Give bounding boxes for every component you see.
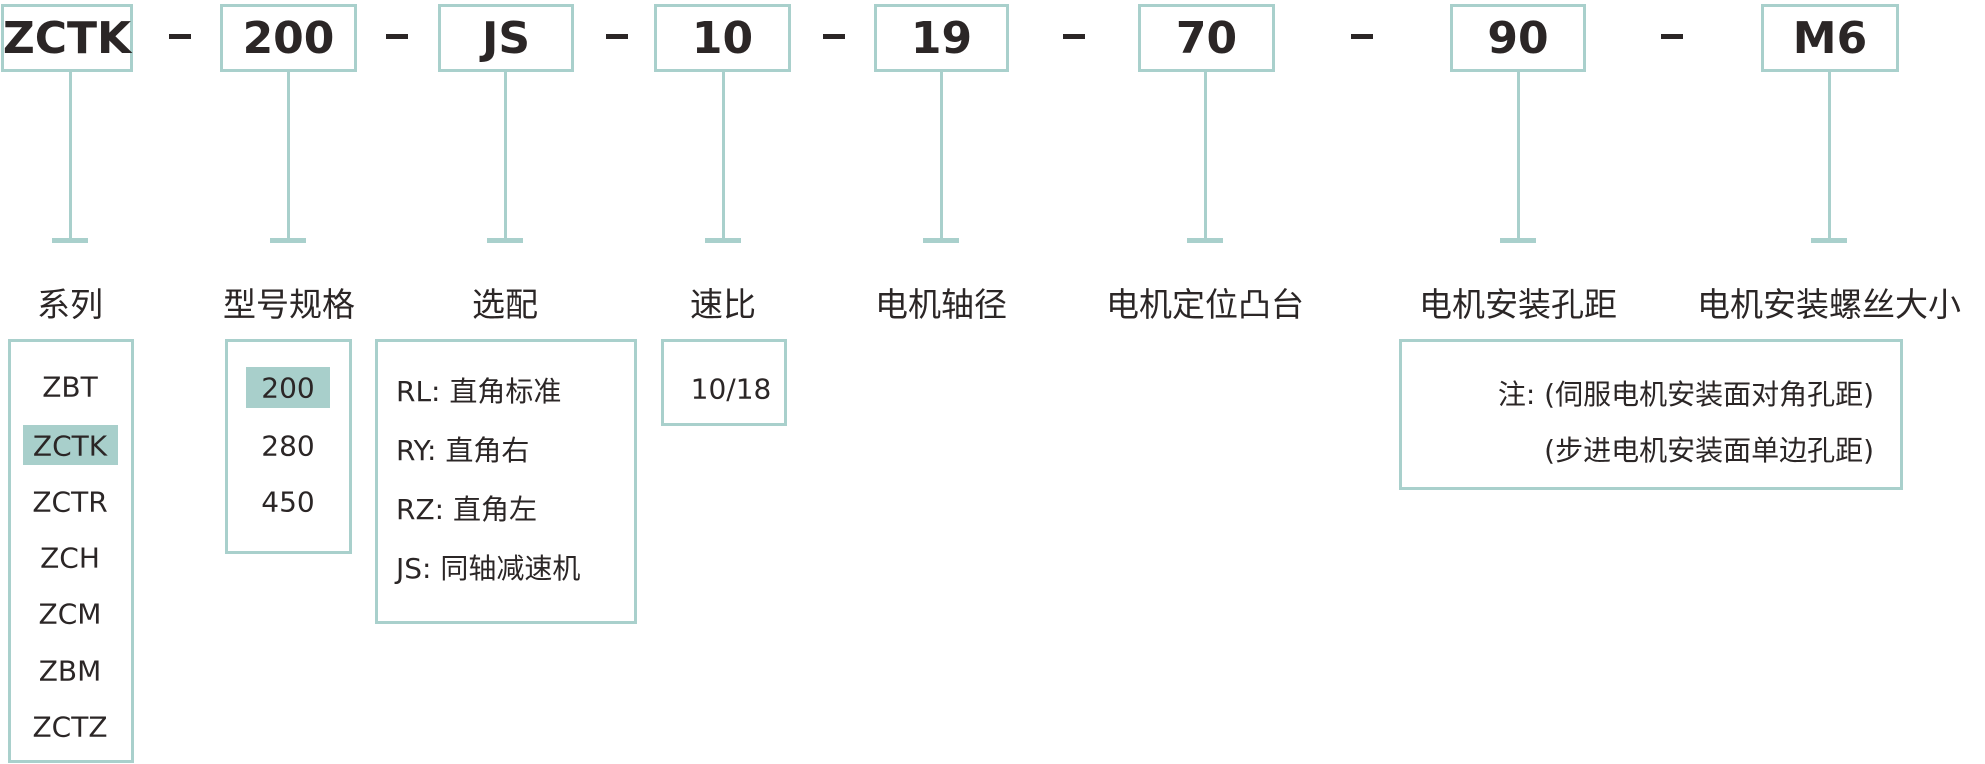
connector-cap [923,238,959,243]
connector-line [1204,72,1207,241]
series-option: ZBT [42,370,98,404]
hole-note-line: (步进电机安装面单边孔距) [1544,434,1874,467]
separator-dash [823,34,845,39]
connector-line [287,72,290,241]
connector-cap [1187,238,1223,243]
series-option: ZCTR [32,485,108,519]
spec-option-selected: 200 [261,371,315,405]
accessory-option: JS: 同轴减速机 [396,552,581,585]
label-spec: 型号规格 [223,285,355,324]
selected-highlight [23,425,118,465]
label-screw-size: 电机安装螺丝大小 [1697,285,1961,324]
spec-option: 450 [261,485,315,519]
accessory-option: RL: 直角标准 [396,375,562,408]
code-hole-distance: 90 [1450,4,1586,72]
code-screw-size: M6 [1761,4,1899,72]
hole-note-box [1399,339,1903,490]
spec-option: 280 [261,429,315,463]
code-spec: 200 [220,4,357,72]
connector-line [1828,72,1831,241]
label-boss: 电机定位凸台 [1106,285,1304,324]
separator-dash [386,34,408,39]
series-option: ZBM [38,654,102,688]
connector-line [504,72,507,241]
connector-cap [705,238,741,243]
series-option: ZCTZ [32,710,108,744]
code-boss: 70 [1138,4,1275,72]
connector-cap [487,238,523,243]
spec-options-box [225,339,352,554]
ratio-option: 10/18 [690,372,772,406]
label-accessory: 选配 [472,285,538,324]
series-option-selected: ZCTK [32,429,108,463]
label-hole-distance: 电机安装孔距 [1419,285,1617,324]
hole-note-line: 注: (伺服电机安装面对角孔距) [1497,378,1874,411]
separator-dash [1063,34,1085,39]
label-ratio: 速比 [690,285,756,324]
series-option: ZCM [38,597,102,631]
series-option: ZCH [40,541,100,575]
label-series: 系列 [37,285,103,324]
connector-line [1517,72,1520,241]
connector-cap [1500,238,1536,243]
separator-dash [1661,34,1683,39]
accessory-option: RY: 直角右 [396,434,530,467]
connector-line [69,72,72,241]
separator-dash [606,34,628,39]
ratio-options-box [661,339,787,426]
code-ratio: 10 [654,4,791,72]
connector-cap [1811,238,1847,243]
series-options-box [8,339,134,763]
accessory-option: RZ: 直角左 [396,493,537,526]
accessory-options-box [375,339,637,624]
code-series: ZCTK [1,4,133,72]
code-shaft: 19 [874,4,1009,72]
code-accessory: JS [438,4,574,72]
connector-line [940,72,943,241]
separator-dash [1351,34,1373,39]
connector-cap [270,238,306,243]
selected-highlight [246,367,330,408]
label-shaft: 电机轴径 [875,285,1007,324]
connector-cap [52,238,88,243]
connector-line [722,72,725,241]
separator-dash [169,34,191,39]
